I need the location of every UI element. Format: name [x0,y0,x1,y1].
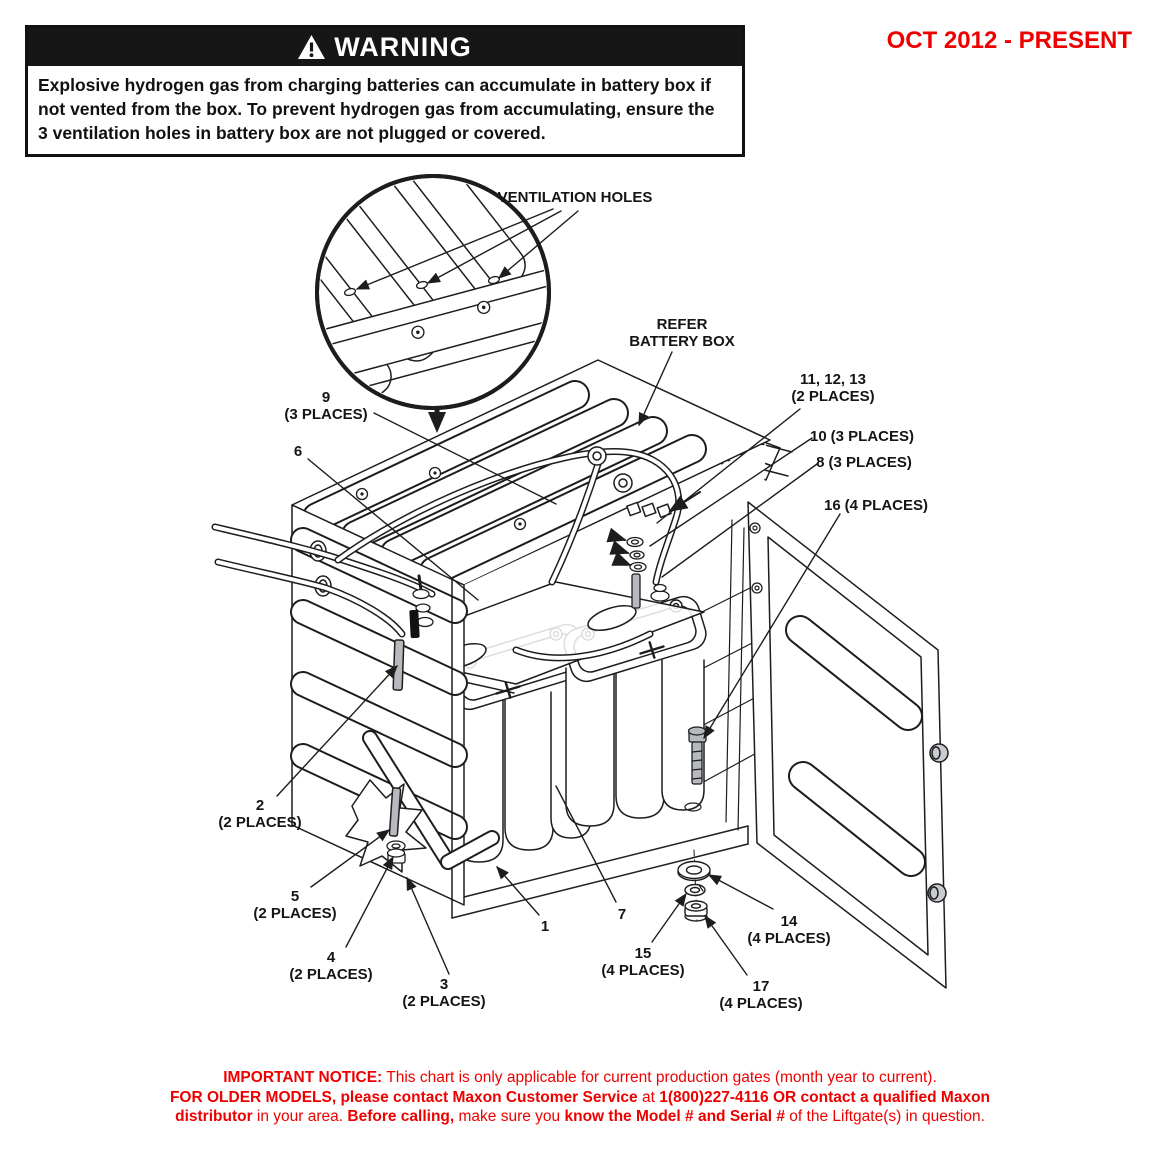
callout-4: 4(2 PLACES) [289,949,372,983]
warning-box: WARNING Explosive hydrogen gas from char… [25,25,745,157]
ventilation-hole [343,275,501,297]
callout-5: 5(2 PLACES) [253,888,336,922]
footer-notice: IMPORTANT NOTICE: This chart is only app… [0,1068,1160,1127]
warning-line: Explosive hydrogen gas from charging bat… [38,75,711,95]
battery-box-door [747,501,949,989]
callout-places: (2 PLACES) [402,993,486,1010]
callout-places: (3 PLACES) [284,406,368,423]
callout-number: 6 [293,443,303,460]
callout-places: (3 PLACES) [828,454,912,471]
callout-number: 8 [816,454,825,471]
terminal-plug [409,609,420,639]
callout-number: 16 [823,497,841,514]
notice-line: distributor in your area. Before calling… [175,1108,985,1125]
warning-triangle-icon [298,35,326,59]
lid-screw [355,466,527,531]
callout-number: 2 [255,797,265,814]
callout-7: 7 [618,906,626,923]
callout-number: 4 [326,949,336,966]
corner-bracket [345,730,500,873]
callout-places: (4 PLACES) [747,930,831,947]
notice-line: FOR OLDER MODELS, please contact Maxon C… [169,1088,991,1106]
callout-number: 3 [439,976,449,993]
callout-3: 3(2 PLACES) [402,976,485,1010]
callout-number: 15 [634,945,652,962]
warning-body: Explosive hydrogen gas from charging bat… [28,66,742,154]
leader-lines [276,208,841,976]
warning-line: 3 ventilation holes in battery box are n… [38,123,546,143]
callout-places: (3 PLACES) [830,428,915,445]
door-knob [927,743,949,903]
loose-hardware-stack [677,849,711,922]
callout-places: (2 PLACES) [253,905,337,922]
callout-15: 15(4 PLACES) [601,945,684,979]
callout-number: 10 [809,428,827,445]
callout-16: 16(4 PLACES) [824,497,928,514]
warning-title: WARNING [334,31,472,62]
callout-number: 1 [540,918,550,935]
notice-line: IMPORTANT NOTICE: This chart is only app… [223,1069,937,1086]
warning-line: not vented from the box. To prevent hydr… [38,99,715,119]
callout-number: 9 [321,389,331,406]
callout-number: 14 [780,913,798,930]
callout-9: 9(3 PLACES) [284,389,367,423]
callout-number: 11, 12, 13 [800,371,866,388]
callout-number: 17 [752,978,770,995]
callout-1: 1 [541,918,549,935]
callout-places: (2 PLACES) [289,966,373,983]
ventilation-detail-magnifier [315,174,551,433]
callout-places: (4 PLACES) [844,497,929,514]
callout-11-12-13: 11, 12, 13(2 PLACES) [791,371,874,405]
box-floor [451,802,749,919]
callout-number: 7 [617,906,627,923]
callout-8: 8(3 PLACES) [816,454,912,471]
cable-ring-terminals [587,446,672,519]
magnified-rail-band [320,259,546,403]
hardware-washer-stack [626,536,647,609]
callout-number: 5 [290,888,300,905]
date-range-label: OCT 2012 - PRESENT [886,27,1132,54]
battery-cables [211,448,683,662]
callout-places: (2 PLACES) [218,814,302,831]
battery-box-lid [291,359,771,597]
callout-2: 2(2 PLACES) [218,797,301,831]
callout-10: 10(3 PLACES) [810,428,914,445]
ventilation-holes-label: VENTILATION HOLES [497,189,653,206]
warning-header: WARNING [28,28,742,66]
callout-places: (4 PLACES) [601,962,685,979]
callout-places: (2 PLACES) [791,388,875,405]
callout-places: (4 PLACES) [719,995,803,1012]
callout-17: 17(4 PLACES) [719,978,802,1012]
callout-6: 6 [294,443,302,460]
callout-14: 14(4 PLACES) [747,913,830,947]
